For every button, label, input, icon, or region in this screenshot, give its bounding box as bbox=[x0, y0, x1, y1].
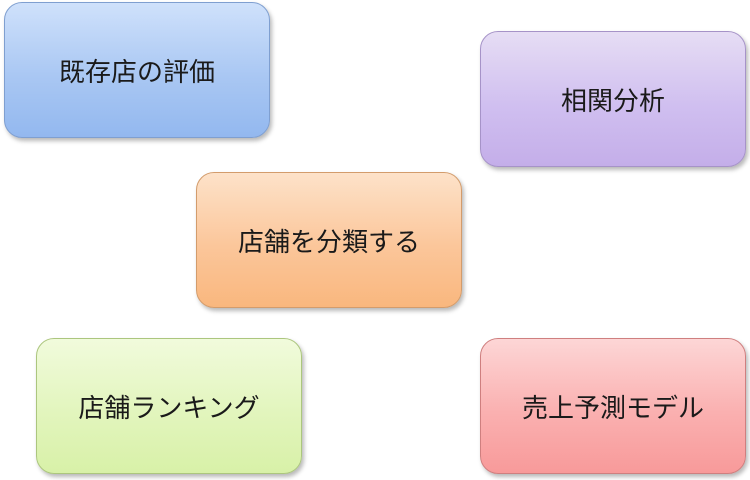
box-label: 店舗ランキング bbox=[78, 393, 260, 424]
box-existing-store-evaluation: 既存店の評価 bbox=[4, 2, 270, 138]
box-label: 相関分析 bbox=[560, 86, 665, 117]
box-label: 売上予測モデル bbox=[521, 393, 704, 424]
box-label: 店舗を分類する bbox=[237, 227, 420, 258]
box-sales-forecast-model: 売上予測モデル bbox=[480, 338, 746, 474]
box-store-ranking: 店舗ランキング bbox=[36, 338, 302, 474]
box-label: 既存店の評価 bbox=[58, 57, 215, 88]
box-correlation-analysis: 相関分析 bbox=[480, 31, 746, 167]
box-store-classification: 店舗を分類する bbox=[196, 172, 462, 308]
